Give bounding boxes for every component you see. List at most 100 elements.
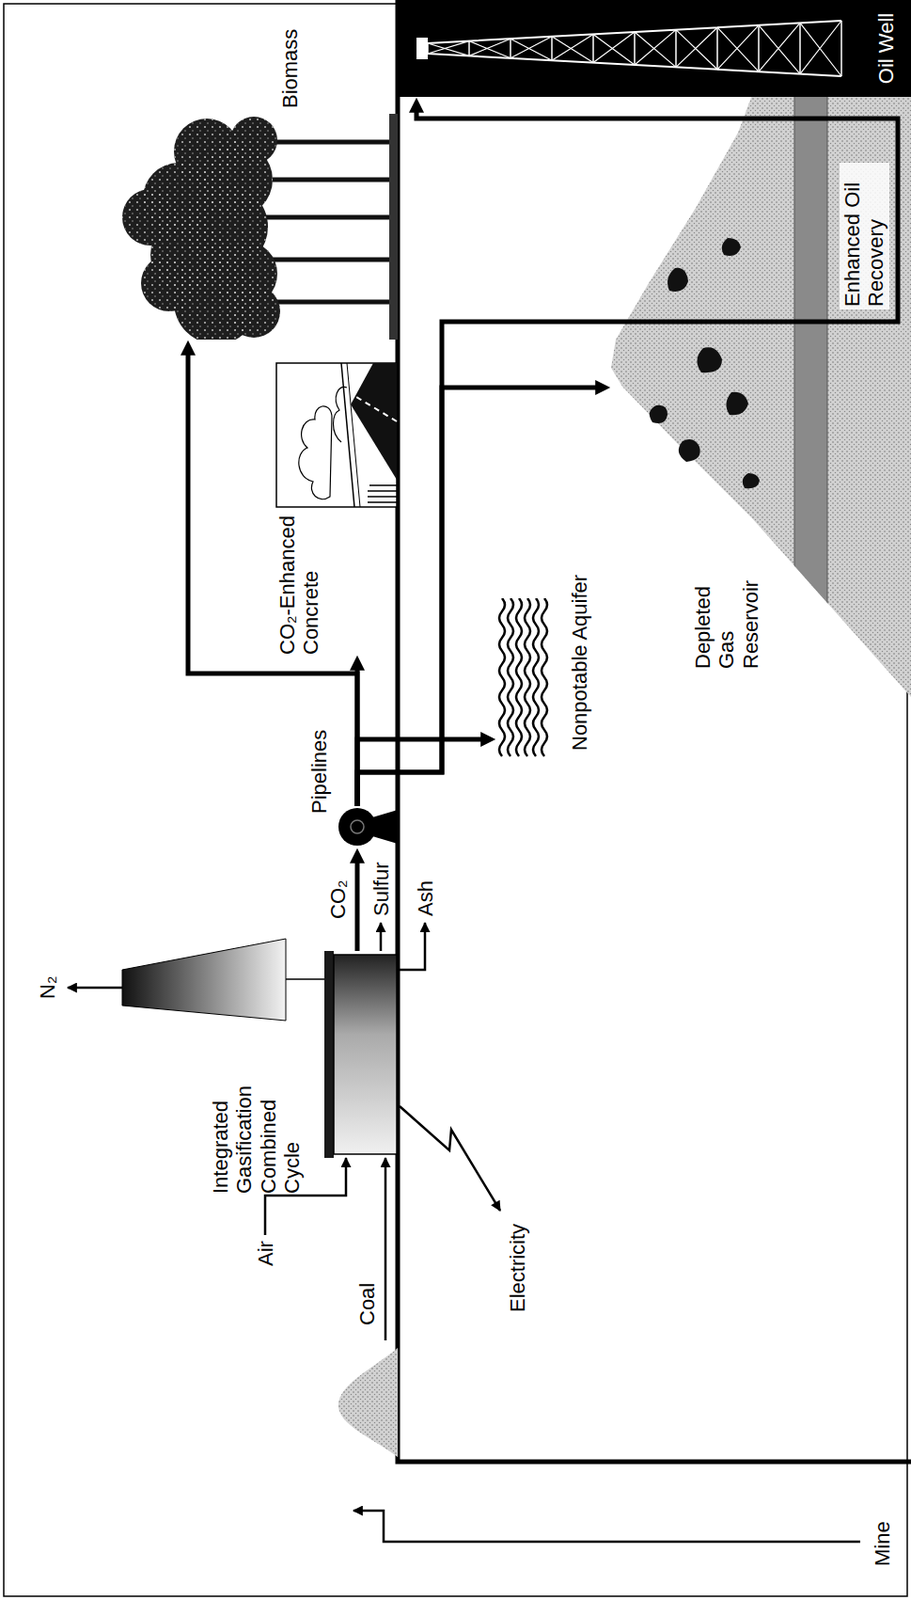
drawing-part: [799, 22, 802, 74]
drawing-part: [509, 38, 512, 59]
text-group: Integrated Gasification Combined Cycle: [208, 1084, 304, 1194]
sulfur-arrow: [379, 922, 383, 951]
node-label: Oil Well: [874, 13, 898, 84]
drawing-part: [551, 33, 594, 63]
drawing-part: [611, 0, 911, 697]
drawing-part: [716, 27, 719, 70]
drawing-part: [426, 43, 429, 54]
drawing-part: [725, 392, 749, 416]
drawing-part: [675, 30, 677, 68]
drawing-part: [263, 141, 395, 302]
drawing-part: [276, 362, 397, 507]
callout-label: Ash: [413, 879, 438, 916]
drawing-part: [722, 237, 741, 256]
drawing-part: [633, 31, 636, 65]
ground-line: [397, 0, 911, 1461]
text-group: Pipelines: [307, 729, 331, 814]
node-label: Depleted Gas Reservoir: [691, 580, 763, 669]
node-label: Biomass: [278, 29, 302, 109]
pipeline-connector: [188, 346, 358, 806]
gasifier-node: Integrated Gasification Combined Cycle: [208, 950, 398, 1195]
callout-label: Coal: [355, 1282, 379, 1325]
drawing-part: [122, 116, 281, 340]
node-label: CO₂-Enhanced Concrete: [275, 513, 324, 655]
drawing-part: [338, 807, 377, 846]
drawing-part: [427, 41, 470, 57]
drawing-part: [794, 0, 828, 697]
drawing-part: [416, 37, 428, 60]
drawing-part: [592, 33, 595, 63]
callout-label: Electricity: [505, 1223, 530, 1312]
text-group: Oil Well: [874, 13, 898, 84]
drawing-part: [230, 116, 278, 164]
node-label: Integrated Gasification Combined Cycle: [208, 1084, 304, 1194]
drawing-part: [230, 116, 278, 164]
gasifier-box: [324, 950, 398, 1158]
drawing-part: [757, 25, 760, 72]
coal-arrow: [384, 1157, 388, 1340]
drawing-part: [367, 485, 397, 503]
compressor-circle: [336, 805, 378, 848]
wave-line: [507, 597, 514, 756]
compressor-circle-svg: [336, 805, 378, 848]
drawing-part: [122, 188, 179, 246]
edge-label: Enhanced Oil Recovery: [839, 162, 890, 310]
drawing-part: [173, 118, 240, 185]
drawing-part: [346, 362, 361, 507]
drawing-part: [324, 950, 334, 1158]
drawing-part: [173, 118, 240, 185]
wave-line: [499, 597, 505, 756]
edge-label: CO₂: [326, 879, 350, 919]
aquifer-waves-svg: [496, 597, 551, 758]
drawing-part: [758, 22, 801, 74]
stack: [122, 938, 286, 1021]
drawing-part: [141, 254, 198, 312]
drawing-part: [667, 267, 689, 292]
text-group: Biomass: [278, 29, 302, 109]
wave-line: [524, 597, 531, 756]
drawing-part: [593, 31, 635, 65]
concrete-picture: [275, 361, 398, 508]
drawing-part: [122, 116, 281, 340]
aquifer-waves: [496, 597, 551, 758]
drawing-part: [469, 38, 511, 59]
oil-well-box: [399, 0, 911, 97]
concrete-picture-svg: [275, 361, 398, 508]
biomass-node: Biomass: [112, 29, 398, 340]
reservoir-node: Depleted Gas Reservoir: [611, 0, 911, 697]
callout-label: Air: [253, 1240, 278, 1266]
drawing-part: [794, 0, 828, 697]
tree-group-svg: [112, 113, 398, 340]
stack-duct: [285, 977, 325, 980]
drawing-part: [427, 20, 842, 77]
drawing-part: [675, 27, 718, 70]
drawing-part: [840, 20, 843, 77]
drawing-part: [678, 439, 701, 462]
aquifer-node: Nonpotable Aquifer: [496, 574, 592, 758]
drawing-part: [298, 406, 332, 500]
coal-pile: [338, 1347, 398, 1457]
text-group: CO₂-Enhanced Concrete: [275, 513, 324, 655]
wave-line: [541, 597, 548, 756]
drawing-part: [389, 113, 398, 340]
drawing-part: [649, 405, 668, 424]
drawing-part: [510, 36, 552, 61]
drawing-part: [468, 41, 471, 57]
text-group: Depleted Gas Reservoir: [691, 580, 763, 669]
tree-group: [112, 113, 398, 340]
n2-arrow: [67, 986, 123, 990]
concrete-node: CO₂-Enhanced Concrete: [275, 361, 398, 655]
callout-label: Mine: [870, 1520, 895, 1566]
derrick-lattice: [399, 0, 911, 97]
mine-arrow: [353, 1509, 861, 1541]
drawing-part: [356, 396, 397, 422]
text-group: Nonpotable Aquifer: [567, 574, 592, 751]
node-label: Pipelines: [307, 729, 331, 814]
node-label: Nonpotable Aquifer: [567, 574, 592, 751]
drawing-part: [717, 25, 759, 72]
wave-line: [533, 597, 539, 756]
ash-arrow: [397, 922, 425, 970]
callout-label: Sulfur: [369, 862, 393, 916]
